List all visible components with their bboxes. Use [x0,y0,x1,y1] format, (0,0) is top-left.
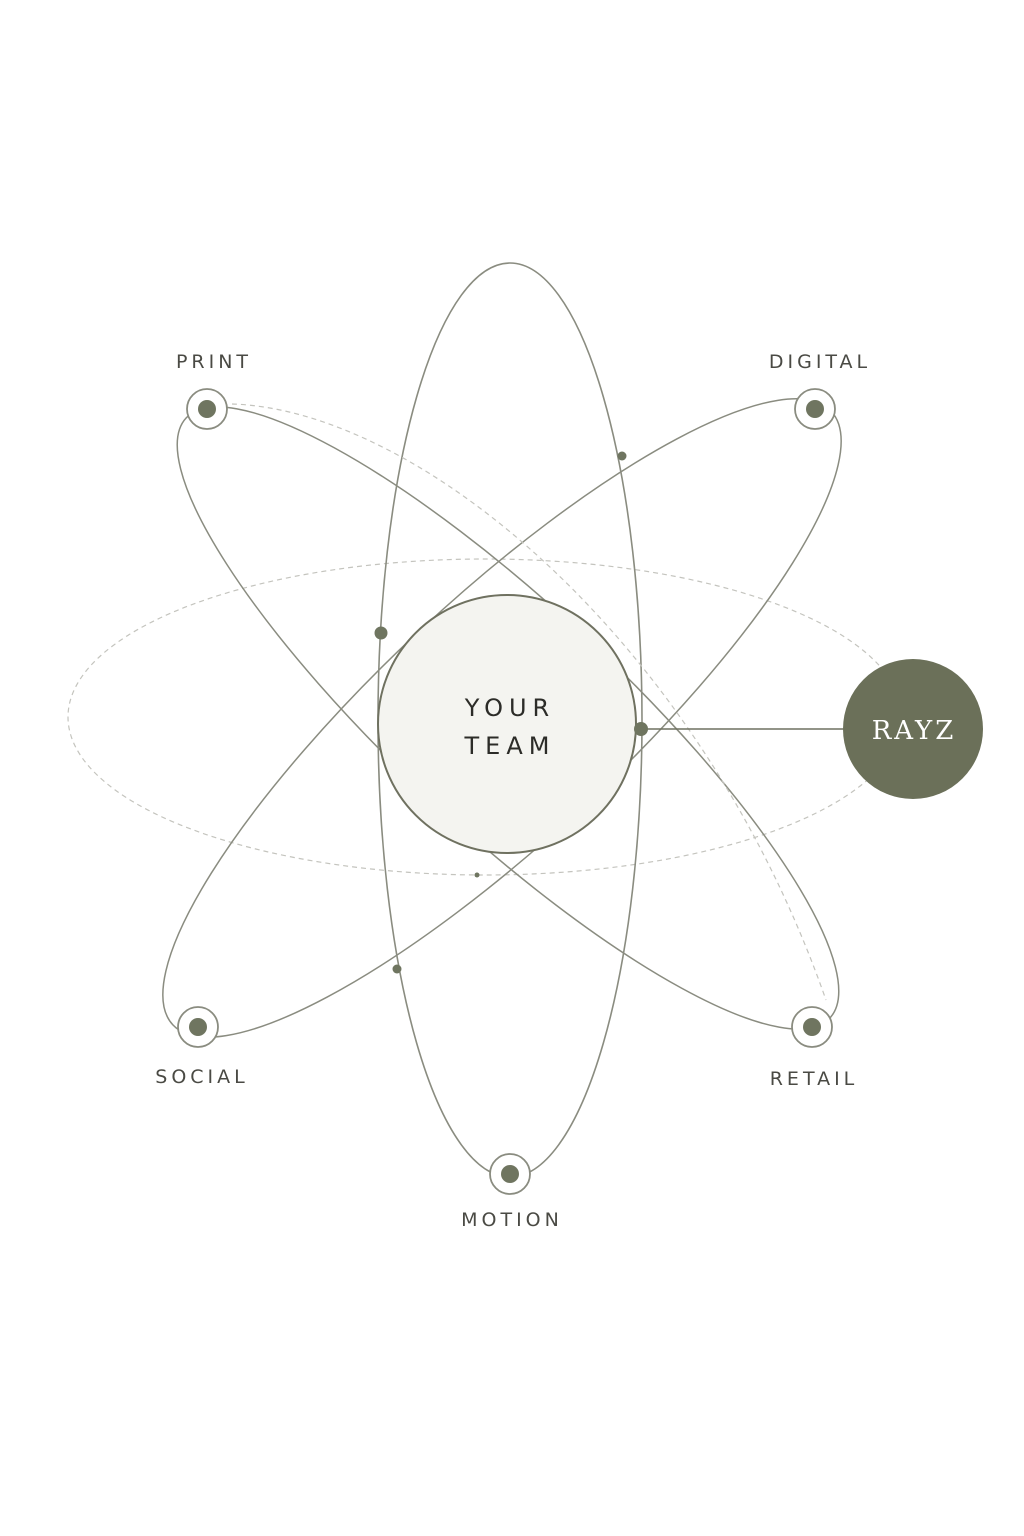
channel-print-label: PRINT [176,351,252,373]
orbit-print-retail-dashed [231,403,827,1001]
center-connector-dot [634,722,648,736]
channel-social: SOCIAL [155,1006,248,1088]
channel-motion-dot [501,1165,519,1183]
channel-print: PRINT [176,351,252,430]
channel-social-label: SOCIAL [155,1066,248,1088]
channel-retail-dot [803,1018,821,1036]
channel-digital: DIGITAL [769,351,871,430]
orbit-node-dot [374,626,388,640]
channel-social-dot [189,1018,207,1036]
channel-motion: MOTION [461,1153,563,1231]
brand-label: RAYZ [872,716,957,746]
channel-print-dot [198,400,216,418]
orbit-node-dot [392,964,402,974]
center-label-line2: TEAM [464,732,556,760]
channel-motion-label: MOTION [461,1209,563,1231]
orbit-node-dot [474,872,480,878]
channel-digital-dot [806,400,824,418]
center-label-line1: YOUR [464,694,555,722]
center-circle [377,594,637,854]
channel-retail: RETAIL [770,1006,859,1090]
brand-circle [843,659,983,799]
orbit-node-dot [617,451,627,461]
channel-digital-label: DIGITAL [769,351,871,373]
channel-retail-label: RETAIL [770,1068,859,1090]
